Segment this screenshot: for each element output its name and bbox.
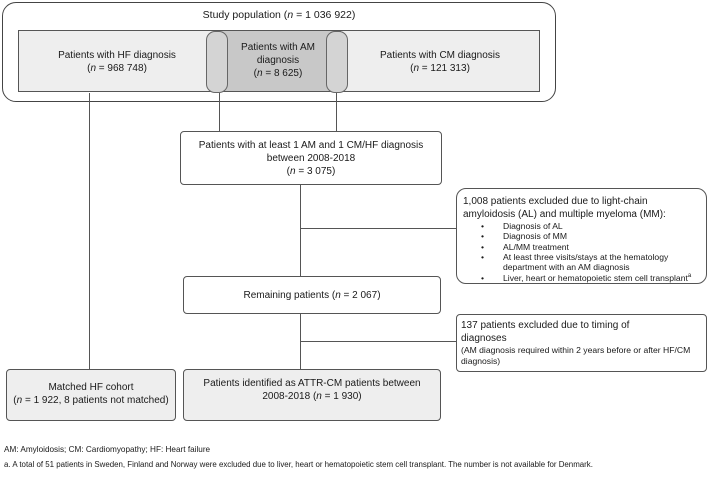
cm-diagnosis-count: (n = 121 313)	[410, 63, 470, 74]
exclusion-bullet-1: Diagnosis of AL	[463, 221, 702, 232]
exclusion-al-mm-box: 1,008 patients excluded due to light-cha…	[456, 188, 707, 284]
am-diagnosis-label-1: Patients with AM	[241, 42, 315, 53]
hf-diagnosis-box: Patients with HF diagnosis (n = 968 748)	[18, 30, 216, 92]
exclusion-bullet-2: Diagnosis of MM	[463, 231, 702, 242]
exclusion-al-mm-line-1: 1,008 patients excluded due to light-cha…	[463, 196, 648, 207]
exclusion-al-mm-line-2: amyloidosis (AL) and multiple myeloma (M…	[463, 209, 666, 220]
am-diagnosis-label-2: diagnosis	[256, 55, 300, 66]
hf-am-overlap-shape	[206, 31, 228, 93]
transplant-footnote: a. A total of 51 patients in Sweden, Fin…	[4, 460, 593, 469]
connector-hf-to-matched	[89, 93, 90, 369]
combined-diagnosis-box: Patients with at least 1 AM and 1 CM/HF …	[180, 131, 442, 185]
exclusion-bullet-3: AL/MM treatment	[463, 242, 702, 253]
exclusion-timing-box: 137 patients excluded due to timing of d…	[456, 314, 707, 372]
connector-hf-down	[219, 93, 220, 131]
cm-diagnosis-box: Patients with CM diagnosis (n = 121 313)	[340, 30, 540, 92]
am-cm-overlap-shape	[326, 31, 348, 93]
remaining-label: Remaining patients (n = 2 067)	[243, 290, 381, 301]
am-diagnosis-box: Patients with AM diagnosis (n = 8 625)	[216, 30, 340, 92]
remaining-patients-box: Remaining patients (n = 2 067)	[183, 276, 441, 314]
attr-cm-line-1: Patients identified as ATTR-CM patients …	[203, 378, 421, 389]
exclusion-timing-note: (AM diagnosis required within 2 years be…	[461, 345, 691, 366]
connector-to-exclusion-2	[300, 341, 456, 342]
matched-hf-count: (n = 1 922, 8 patients not matched)	[13, 395, 169, 406]
exclusion-timing-line-1: 137 patients excluded due to timing of	[461, 320, 630, 331]
exclusion-bullet-4: At least three visits/stays at the hemat…	[463, 252, 702, 273]
attr-cm-line-2: 2008-2018 (n = 1 930)	[262, 391, 362, 402]
hf-diagnosis-count: (n = 968 748)	[87, 63, 147, 74]
attr-cm-box: Patients identified as ATTR-CM patients …	[183, 369, 441, 421]
connector-to-exclusion-1	[300, 228, 456, 229]
hf-diagnosis-label: Patients with HF diagnosis	[58, 50, 176, 61]
combined-count: (n = 3 075)	[286, 166, 336, 177]
combined-line-1: Patients with at least 1 AM and 1 CM/HF …	[198, 140, 424, 151]
combined-line-2: between 2008-2018	[266, 153, 356, 164]
exclusion-timing-line-2: diagnoses	[461, 333, 507, 344]
exclusion-bullet-5: Liver, heart or hematopoietic stem cell …	[463, 272, 702, 284]
footnote-mark-a: a	[687, 272, 692, 279]
matched-hf-label: Matched HF cohort	[48, 382, 134, 393]
abbreviations-footnote: AM: Amyloidosis; CM: Cardiomyopathy; HF:…	[4, 445, 211, 454]
connector-main-upper	[300, 185, 301, 276]
matched-hf-cohort-box: Matched HF cohort (n = 1 922, 8 patients…	[6, 369, 176, 421]
cm-diagnosis-label: Patients with CM diagnosis	[379, 50, 501, 61]
am-diagnosis-count: (n = 8 625)	[253, 68, 303, 79]
study-population-label: Study population (n = 1 036 922)	[202, 9, 356, 21]
connector-cm-down	[336, 93, 337, 131]
